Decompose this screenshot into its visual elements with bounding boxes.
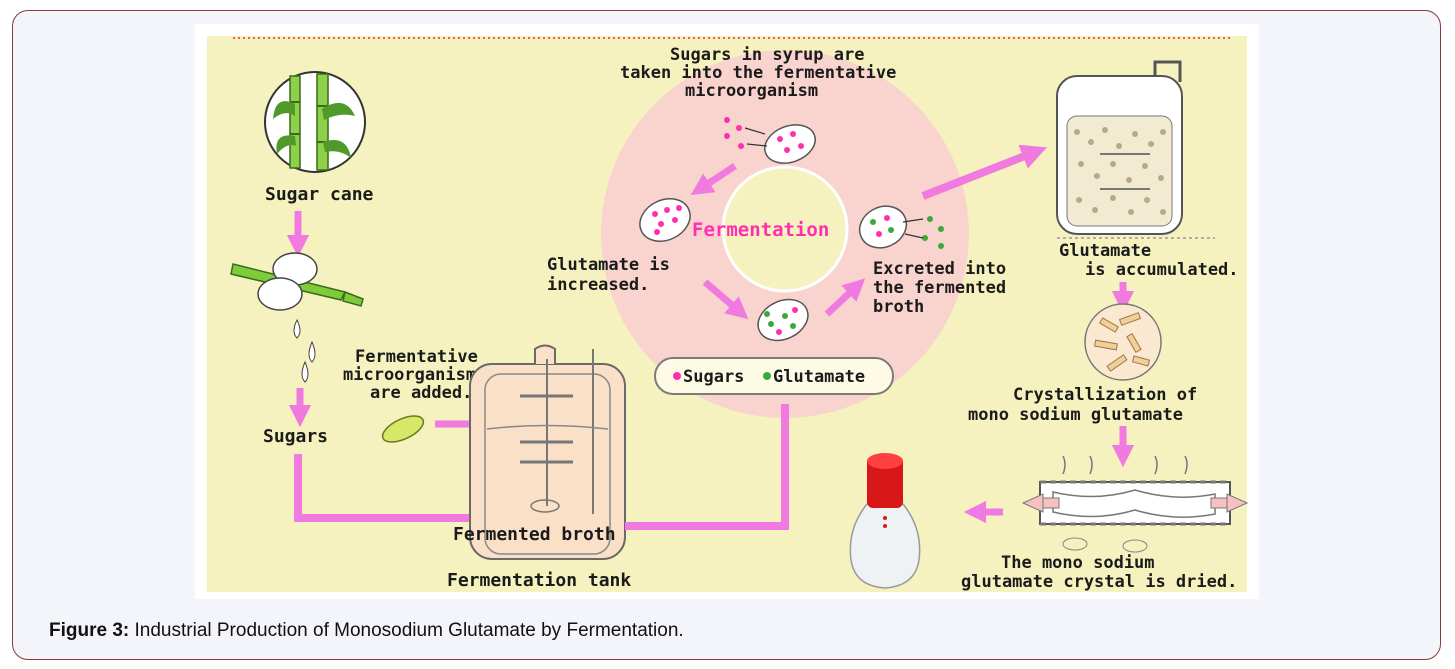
legend-sugars-label: Sugars [683, 367, 744, 387]
label-fermentative: Fermentative microorganisms are added. [343, 347, 497, 403]
figure-caption: Figure 3: Industrial Production of Monos… [49, 620, 684, 642]
cell-excreting [858, 205, 944, 249]
arrow-cycle-2 [702, 279, 749, 320]
fermentation-tank-icon [469, 344, 626, 560]
press-rollers-icon [230, 252, 364, 383]
label-crystallization: Crystallization of mono sodium glutamate [968, 385, 1207, 425]
label-fermented-broth: Fermented broth [453, 524, 616, 545]
legend-glutamate-dot [763, 372, 771, 380]
label-syrup: Sugars in syrup are taken into the ferme… [620, 45, 907, 101]
label-fermentation: Fermentation [692, 219, 829, 241]
label-glutamate-increased: Glutamate is increased. [547, 255, 680, 295]
label-sugars: Sugars [263, 426, 328, 447]
arrow-to-accumulation [921, 144, 1047, 200]
label-dried: The mono sodium glutamate crystal is dri… [961, 553, 1237, 592]
microorganism-icon [381, 415, 425, 443]
figure-image: Sugar cane Sugars Fermentative microorga… [195, 24, 1259, 599]
legend-sugar-dot [673, 372, 681, 380]
dryer-icon [1021, 455, 1249, 553]
crystal-icon [1084, 303, 1162, 381]
arrow-cycle-1 [690, 163, 737, 196]
sugar-cane-icon [264, 71, 366, 173]
legend: Sugars Glutamate [654, 357, 894, 395]
label-glutamate-accumulated: Glutamate is accumulated. [1059, 241, 1239, 280]
arrow-cycle-3 [824, 278, 866, 317]
caption-label: Figure 3: [49, 620, 130, 641]
caption-text: Industrial Production of Monosodium Glut… [134, 620, 684, 641]
msg-bottle-icon [849, 453, 921, 589]
label-fermentation-tank: Fermentation tank [447, 570, 631, 591]
cell-mixed [757, 298, 809, 342]
cell-sugar-uptake [724, 117, 816, 164]
legend-glutamate-label: Glutamate [773, 367, 865, 387]
accumulation-tank-icon [1056, 60, 1215, 239]
label-sugar-cane: Sugar cane [265, 184, 374, 205]
flow-broth-to-cycle [625, 404, 789, 530]
fermentation-inner-circle [721, 165, 849, 293]
cell-glutamate-production [639, 198, 691, 242]
label-excreted: Excreted into the fermented broth [873, 259, 1016, 317]
